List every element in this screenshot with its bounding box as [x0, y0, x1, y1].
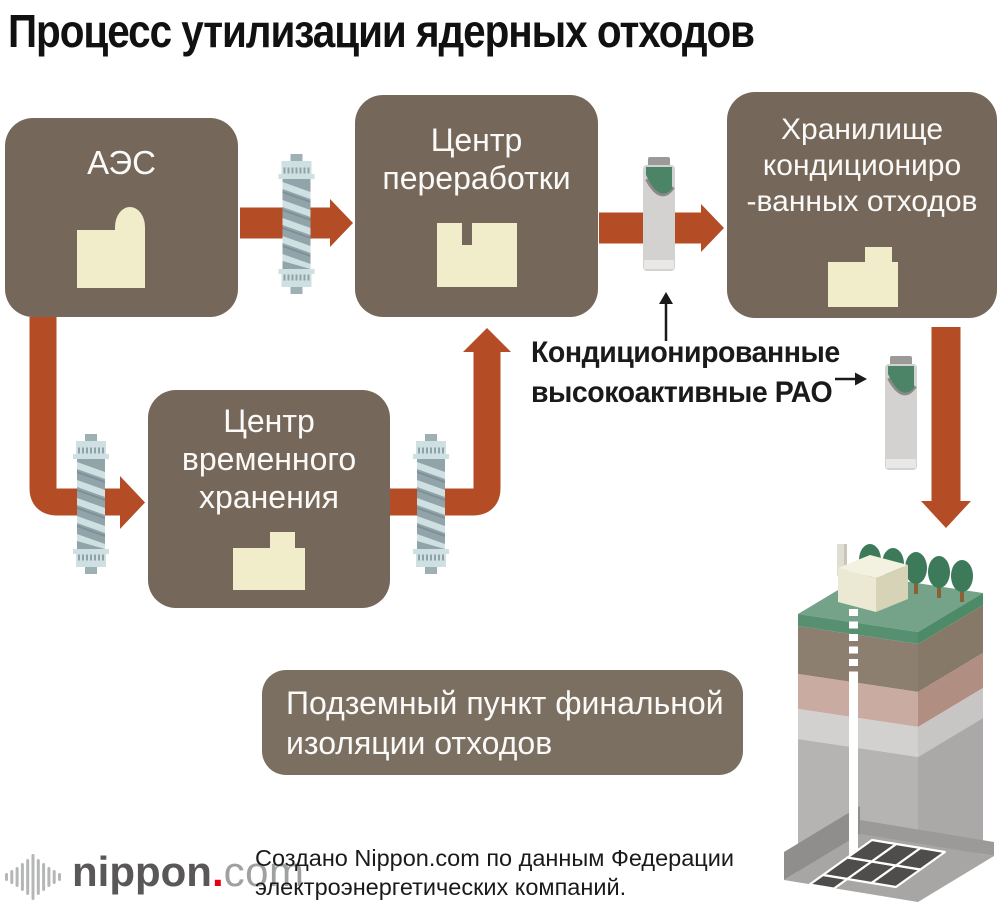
transport-cask-icon: [278, 154, 315, 294]
flow-arrow-processing-storage: [599, 204, 724, 252]
disposal-tunnel-grid: [808, 838, 946, 890]
logo-name: nippon: [72, 848, 212, 895]
transport-cask-icon: [413, 434, 449, 574]
source-credit: Создано Nippon.com по данным Федерации э…: [255, 845, 735, 900]
flow-arrow-npp-temporary: [29, 317, 145, 529]
node-final-isolation: [262, 670, 743, 775]
waste-canister-icon: [641, 155, 677, 273]
tree-icon: [859, 544, 973, 602]
nippon-logo: nippon.com: [72, 848, 304, 896]
node-npp-label: АЭС: [87, 144, 156, 181]
flow-arrow-storage-underground: [921, 327, 971, 528]
page-title: Процесс утилизации ядерных отходов: [8, 5, 755, 57]
transport-cask-icon: [73, 434, 109, 574]
surface-grass: [798, 575, 983, 632]
logo-tld: com: [223, 848, 305, 895]
node-conditioned-storage-label: Хранилище кондициониро -ванных отходов: [746, 113, 978, 218]
repository-floor: [784, 834, 994, 902]
hlw-pointer-right-arrow: [835, 372, 867, 386]
logo-dot: .: [211, 848, 224, 895]
hlw-annotation: Кондиционированные высокоактивные РАО: [531, 336, 840, 409]
flow-arrow-npp-processing: [240, 199, 353, 247]
flow-arrow-temporary-processing: [390, 328, 511, 516]
repository-inner-wall: [784, 806, 860, 880]
surface-facility-icon: [837, 544, 908, 612]
node-temporary-storage-label: Центр временного хранения: [181, 403, 357, 515]
underground-repository-illustration: [784, 544, 994, 902]
node-processing-label: Центр переработки: [382, 122, 571, 196]
waveform-icon: [5, 854, 61, 900]
waste-canister-icon: [883, 354, 919, 472]
node-final-isolation-label: Подземный пункт финальной изоляции отход…: [286, 685, 724, 761]
